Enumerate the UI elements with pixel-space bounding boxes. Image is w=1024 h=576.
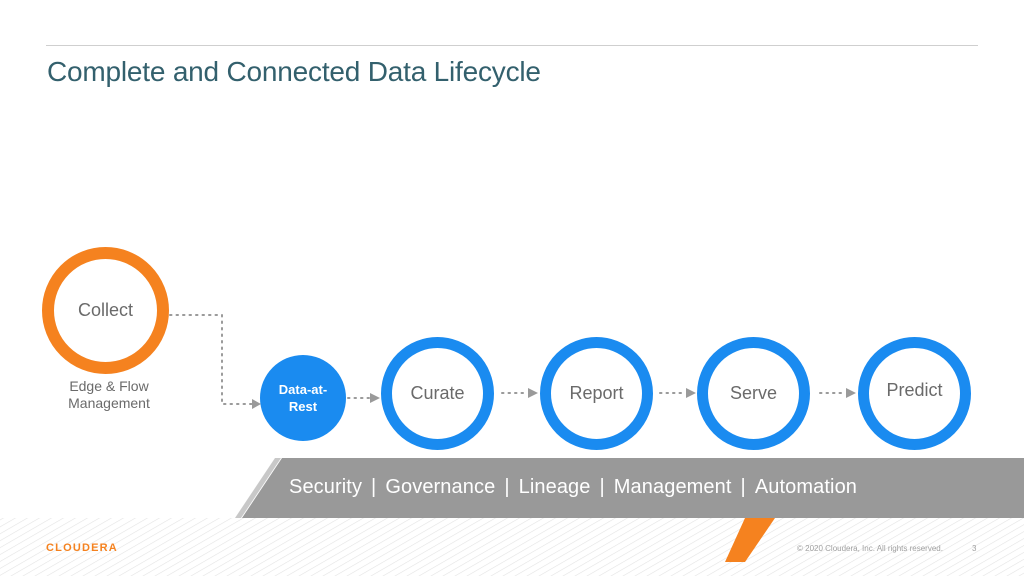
arrowhead-serve [686, 388, 696, 398]
page-title: Complete and Connected Data Lifecycle [47, 56, 541, 87]
footer-orange-slash [725, 518, 775, 562]
node-curate: Curate [381, 337, 494, 450]
arrowhead-curate [370, 393, 380, 403]
arrowhead-report [528, 388, 538, 398]
top-divider [46, 45, 978, 46]
capability-band-text: Security|Governance|Lineage|Management|A… [289, 476, 858, 498]
collect-caption-line2: Management [68, 395, 150, 411]
node-curate-label: Curate [410, 383, 465, 403]
node-report: Report [540, 337, 653, 450]
node-serve: Serve [697, 337, 810, 450]
connector-collect-to-rest [169, 314, 253, 405]
node-predict-label: Predict [886, 380, 943, 400]
node-serve-label: Serve [729, 383, 778, 403]
arrowhead-predict [846, 388, 856, 398]
node-report-label: Report [569, 383, 624, 403]
node-data-at-rest: Data-at- Rest [260, 355, 346, 441]
band-item-governance: Governance [385, 476, 496, 498]
capability-band-accent [235, 458, 281, 518]
node-rest-label-line1: Data-at- [278, 382, 328, 397]
collect-caption-line1: Edge & Flow [69, 378, 149, 394]
band-item-lineage: Lineage [518, 476, 591, 498]
cloudera-logo: CLOUDERA [46, 542, 118, 554]
band-item-management: Management [613, 476, 732, 498]
node-collect-label: Collect [77, 300, 134, 320]
copyright-text: © 2020 Cloudera, Inc. All rights reserve… [797, 544, 943, 553]
band-item-automation: Automation [754, 476, 858, 498]
arrowhead-rest [252, 399, 261, 409]
collect-caption: Edge & Flow Management [48, 378, 170, 412]
footer-hatch [0, 518, 1024, 576]
capability-band [242, 458, 1024, 518]
page-number: 3 [972, 544, 977, 553]
band-item-security: Security [289, 476, 363, 498]
node-predict: Predict [858, 337, 971, 450]
node-rest-label-line2: Rest [288, 399, 318, 414]
